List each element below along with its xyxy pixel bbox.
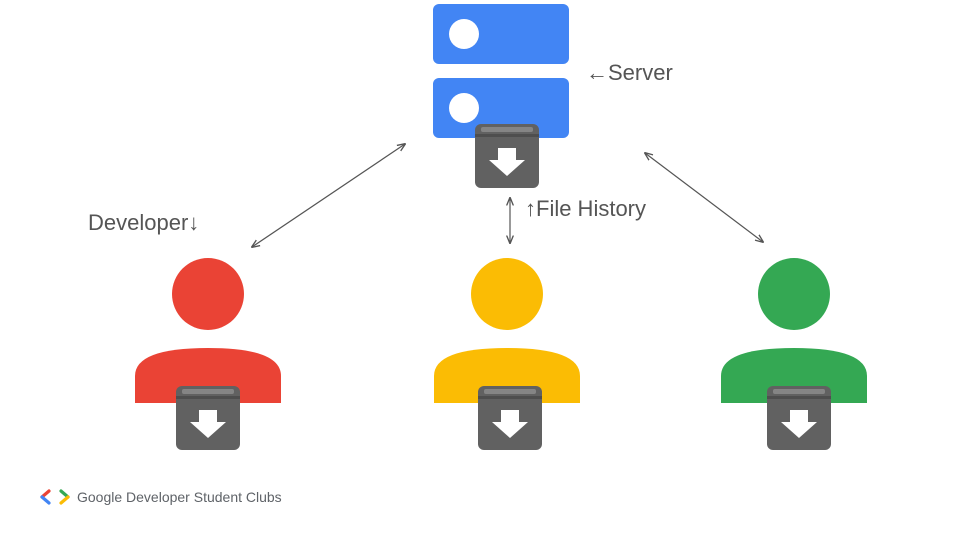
archive-download-icon bbox=[475, 124, 539, 188]
server-label: ←Server bbox=[586, 60, 673, 85]
archive-download-icon bbox=[176, 386, 240, 450]
arrow-server-to-red-developer bbox=[252, 144, 405, 247]
developer-green bbox=[721, 258, 867, 450]
server-unit-top bbox=[433, 4, 569, 64]
footer-org-name: Google Developer Student Clubs bbox=[77, 489, 282, 505]
footer-branding: Google Developer Student Clubs bbox=[40, 487, 282, 507]
person-icon bbox=[434, 258, 580, 403]
arrow-server-to-green-developer bbox=[645, 153, 763, 242]
file-history-label: ↑File History bbox=[525, 196, 647, 221]
gdsc-logo-icon bbox=[40, 489, 70, 505]
archive-download-icon bbox=[767, 386, 831, 450]
archive-download-icon bbox=[478, 386, 542, 450]
developer-yellow bbox=[434, 258, 580, 450]
developer-red bbox=[135, 258, 281, 450]
person-icon bbox=[135, 258, 281, 403]
server bbox=[433, 4, 569, 188]
server-rack-icon bbox=[433, 78, 569, 138]
server-unit-bottom bbox=[433, 78, 569, 138]
developer-label: Developer↓ bbox=[88, 210, 200, 235]
person-icon bbox=[721, 258, 867, 403]
server-rack-icon bbox=[433, 4, 569, 64]
